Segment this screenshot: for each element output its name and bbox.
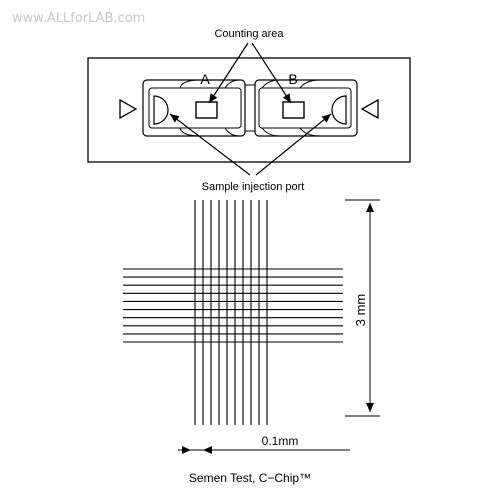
dim-horizontal-label: 0.1mm [262,434,299,448]
counting-square-a [195,101,218,119]
dimension-vertical [345,199,380,417]
chip-rail-bottom [179,127,321,137]
chip-rail-top [179,79,321,89]
insert-arrow-right-icon [360,98,379,120]
insert-arrow-left-icon [119,98,138,120]
chamber-b-outer [254,79,358,137]
chip-diagram [87,57,411,163]
grid-horizontal-lines [123,268,343,343]
chamber-b-label: B [288,71,297,87]
counting-arrow-a [208,42,249,104]
chip-outline [87,57,411,163]
chamber-a-label: A [200,71,210,87]
chamber-b-inner [258,87,352,129]
figure-caption: Semen Test, C−Chip™ [189,471,311,485]
sample-port-left [153,95,169,125]
port-arrow-left [169,113,251,176]
dim-vertical-label: 3 mm [353,294,368,327]
chamber-a-inner [148,87,242,129]
sample-port-label: Sample injection port [202,181,305,193]
counting-area-label: Counting area [214,28,284,40]
counting-square-b [282,101,305,119]
watermark-text: www.ALLforLAB.com [12,11,145,26]
port-arrow-right [255,113,332,176]
grid-vertical-lines [194,200,268,425]
sample-port-right [331,95,347,125]
counting-arrow-b [251,42,292,104]
